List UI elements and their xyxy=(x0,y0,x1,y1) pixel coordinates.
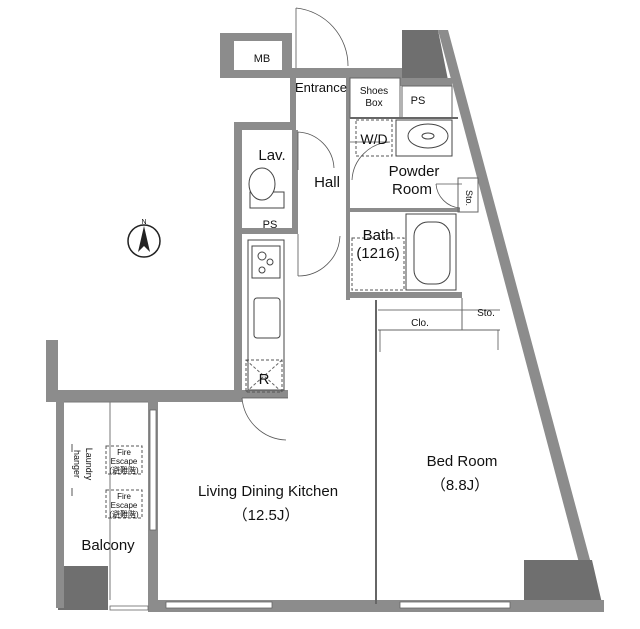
closet-label: Clo. xyxy=(411,318,429,329)
wd-label: W/D xyxy=(360,131,387,147)
hall-label: Hall xyxy=(314,174,340,191)
fire-escape-2-line2: Escape xyxy=(111,501,138,510)
ldk-label-2: （12.5J） xyxy=(233,507,300,524)
fire-escape-1-line3: (避難階) xyxy=(109,465,139,475)
laundry-hanger-label-2: hanger xyxy=(72,450,82,478)
fridge-space xyxy=(245,359,283,393)
sto-lower-label: Sto. xyxy=(477,308,495,319)
bath-label-2: (1216) xyxy=(356,245,399,262)
kitchen-sink xyxy=(253,297,281,339)
north-label: N xyxy=(141,219,146,226)
shoes-box-label-2: Box xyxy=(365,98,382,109)
bath-label-1: Bath xyxy=(363,227,394,244)
washer-dryer-area xyxy=(355,119,393,157)
bedroom-label-2: （8.8J） xyxy=(431,477,489,494)
mb-label: MB xyxy=(254,53,271,65)
fridge-label: R xyxy=(259,371,270,388)
ldk-label-1: Living Dining Kitchen xyxy=(198,483,338,500)
fire-escape-2-line3: (避難階) xyxy=(109,509,139,519)
entrance-label: Entrance xyxy=(295,80,347,95)
fire-escape-hatch-1 xyxy=(105,445,143,475)
sto-upper-label: Sto. xyxy=(464,190,474,206)
lav-label: Lav. xyxy=(258,147,285,164)
ps-top-label: PS xyxy=(411,95,426,107)
powder-room-label-2: Room xyxy=(392,181,432,198)
compass-icon xyxy=(138,226,150,252)
windows xyxy=(109,409,511,611)
shoes-box-label-1: Shoes xyxy=(360,86,388,97)
stove xyxy=(251,245,281,279)
fire-escape-hatch-2 xyxy=(105,489,143,519)
room-labels: MB Entrance Shoes Box PS W/D Lav. Hall P… xyxy=(72,53,497,554)
bedroom-label-1: Bed Room xyxy=(427,453,498,470)
fire-escape-2-line1: Fire xyxy=(117,492,131,501)
ps-lav-label: PS xyxy=(263,219,278,231)
laundry-hanger-label-1: Laundry xyxy=(84,448,94,481)
fire-escape-1-line2: Escape xyxy=(111,457,138,466)
powder-room-label-1: Powder xyxy=(389,163,440,180)
toilet-bowl xyxy=(248,167,276,201)
fire-escape-1-line1: Fire xyxy=(117,448,131,457)
north-arrow: N xyxy=(127,219,161,258)
fixtures xyxy=(71,119,457,519)
exterior-walls xyxy=(46,30,604,612)
balcony-label: Balcony xyxy=(81,537,135,554)
interior-walls xyxy=(64,77,500,604)
doors xyxy=(241,7,499,441)
